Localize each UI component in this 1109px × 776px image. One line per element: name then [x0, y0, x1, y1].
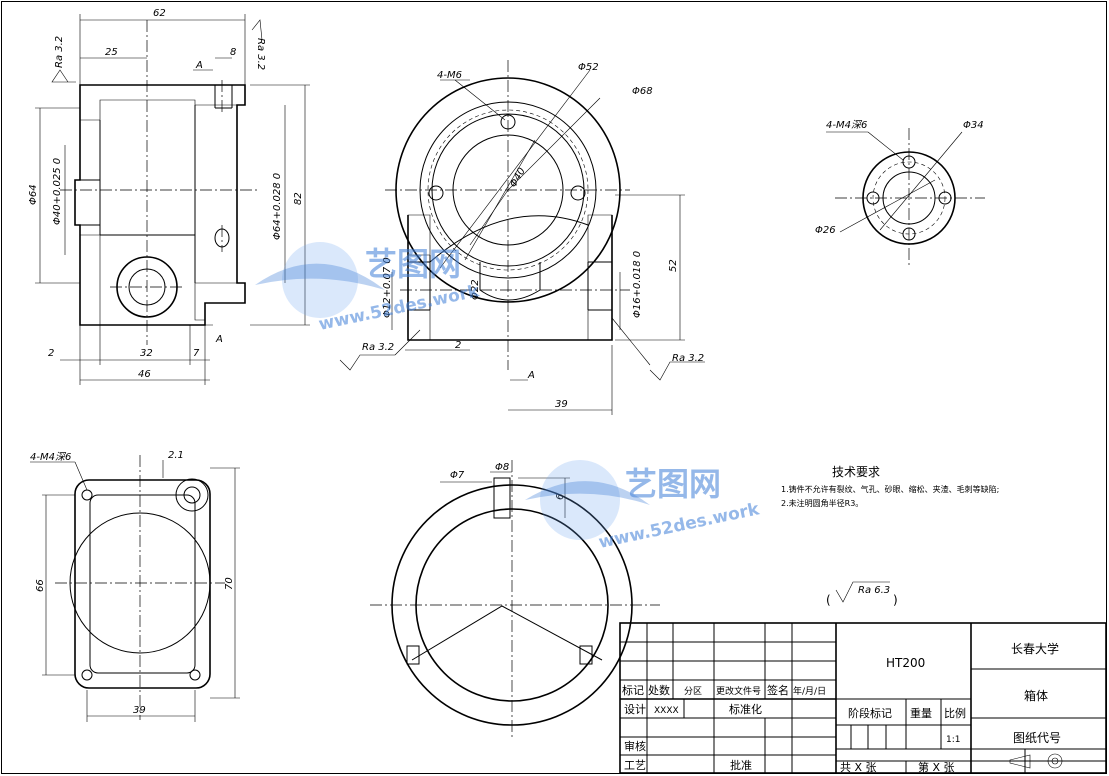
dim-dia12: Φ12+0.07 0 — [382, 257, 393, 318]
dim-7: 7 — [193, 348, 200, 359]
label-change-doc: 更改文件号 — [716, 685, 761, 697]
technical-requirements: 技术要求 1.铸件不允许有裂纹、气孔、砂眼、缩松、夹渣、毛刺等缺陷; 2.未注明… — [781, 465, 999, 607]
dim-2: 2 — [48, 348, 54, 359]
roughness-general: Ra 6.3 — [858, 585, 890, 596]
bottom-view: 4-M4深6 2.1 66 70 39 — [30, 450, 240, 722]
label-process: 工艺 — [624, 759, 646, 772]
end-view: 4-M4深6 Φ34 Φ26 — [815, 119, 985, 268]
watermark-1: 艺图网 www.52des.work — [255, 242, 482, 335]
label-count: 处数 — [648, 684, 670, 697]
dim-25: 25 — [105, 47, 118, 58]
dim-39-bottom: 39 — [133, 705, 146, 716]
ra-sec-left: Ra 3.2 — [362, 342, 394, 353]
bolt-hole-right — [570, 185, 586, 201]
dim-dia22: Φ22 — [470, 279, 481, 300]
dim-2-1: 2.1 — [168, 450, 184, 461]
dim-dia16: Φ16+0.018 0 — [632, 251, 643, 318]
front-hatch-top — [79, 84, 246, 121]
label-approve: 批准 — [730, 758, 752, 772]
label-check: 审核 — [624, 739, 646, 753]
requirements-title: 技术要求 — [832, 465, 880, 479]
sheet-number: 第 X 张 — [918, 760, 955, 774]
requirement-2: 2.未注明圆角半径R3。 — [781, 498, 863, 508]
dim-dia34: Φ34 — [963, 120, 984, 131]
dim-dia40-sec: Φ40 — [508, 166, 528, 189]
dim-dia26: Φ26 — [815, 225, 836, 236]
projection-symbol — [1009, 754, 1031, 769]
dim-62: 62 — [153, 8, 166, 19]
title-block: HT200 长春大学 箱体 图纸代号 标记 处数 分区 更改文件号 签名 年/月… — [619, 622, 1107, 774]
dim-32: 32 — [140, 348, 153, 359]
dim-dia7: Φ7 — [450, 470, 465, 481]
dim-dia64: Φ64 — [28, 184, 39, 205]
dim-4-m4-bottom: 4-M4深6 — [30, 451, 71, 463]
dim-dia68: Φ68 — [632, 86, 653, 97]
dim-52: 52 — [668, 259, 679, 272]
label-standard: 标准化 — [729, 702, 762, 716]
requirement-1: 1.铸件不允许有裂纹、气孔、砂眼、缩松、夹渣、毛刺等缺陷; — [781, 484, 999, 494]
watermark-site-2: www.52des.work — [597, 499, 762, 553]
section-view: 4-M6 Φ52 Φ68 Φ40 Φ22 Φ12+0.07 0 Φ16+0.01… — [339, 60, 705, 415]
bolt-hole-left — [428, 185, 444, 201]
dim-70: 70 — [224, 577, 235, 590]
material: HT200 — [886, 656, 925, 670]
drawing-number: 图纸代号 — [1013, 731, 1061, 745]
school-name: 长春大学 — [1011, 641, 1059, 656]
label-zone: 分区 — [684, 686, 702, 697]
dim-dia64-tol: Φ64+0.028 0 — [272, 173, 283, 240]
part-name: 箱体 — [1024, 688, 1048, 703]
section-a-sec: A — [527, 370, 535, 381]
label-sign: 签名 — [767, 683, 789, 697]
total-sheets: 共 X 张 — [840, 761, 877, 774]
ra-sec-right: Ra 3.2 — [672, 353, 704, 364]
label-weight: 重量 — [910, 706, 932, 720]
dim-8: 8 — [230, 47, 236, 58]
dim-4-m4-end: 4-M4深6 — [826, 119, 867, 131]
watermark-brand-2: 艺图网 — [625, 465, 721, 503]
dim-dia8: Φ8 — [495, 462, 509, 473]
svg-text:(: ( — [826, 593, 831, 607]
dim-46: 46 — [138, 369, 151, 380]
front-hatch-right — [194, 282, 246, 321]
label-stage: 阶段标记 — [848, 706, 892, 720]
dim-2-sec: 2 — [455, 340, 461, 351]
ra-left: Ra 3.2 — [54, 36, 65, 68]
watermark-brand-1: 艺图网 — [365, 245, 461, 283]
dim-dia52: Φ52 — [578, 62, 599, 73]
label-scale: 比例 — [944, 706, 966, 720]
section-a-bottom: A — [215, 334, 223, 345]
dim-82: 82 — [293, 192, 304, 205]
front-hatch-left — [79, 234, 101, 326]
ring-view: Φ7 Φ8 6 — [370, 460, 660, 740]
scale-value: 1:1 — [946, 735, 960, 745]
svg-text:): ) — [893, 593, 898, 607]
label-design: 设计 — [624, 703, 646, 716]
section-a-top: A — [195, 60, 203, 71]
watermark-2: 艺图网 www.52des.work — [525, 460, 762, 553]
front-view: 62 25 8 Ra 3.2 Ra 3.2 Φ64 Φ40+0.025 0 Φ6… — [28, 8, 310, 385]
dim-6: 6 — [555, 494, 566, 500]
dim-39-sec: 39 — [555, 399, 568, 410]
designer-name: XXXX — [654, 706, 679, 716]
ra-right: Ra 3.2 — [255, 38, 266, 70]
dim-dia40: Φ40+0.025 0 — [52, 158, 63, 225]
label-mark: 标记 — [622, 683, 644, 697]
dim-4-m6: 4-M6 — [437, 70, 462, 81]
label-date: 年/月/日 — [793, 685, 826, 697]
dim-66: 66 — [35, 579, 46, 592]
